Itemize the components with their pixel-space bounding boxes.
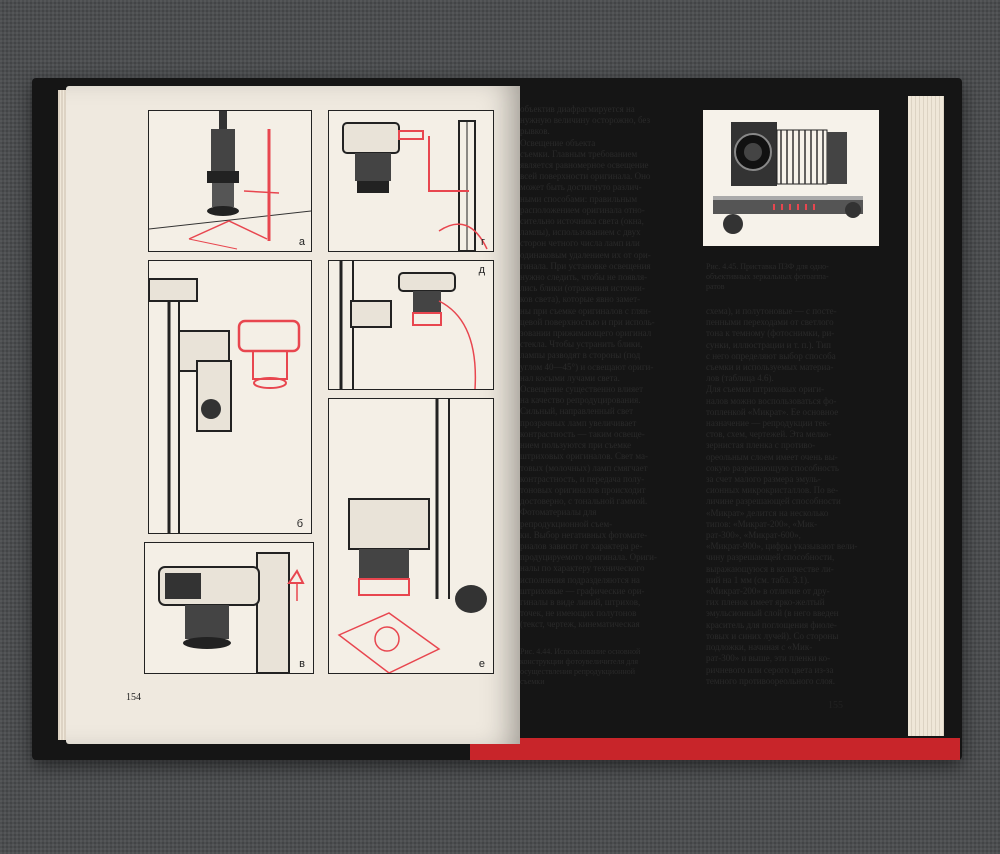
illustration-panel-a: а [148, 110, 312, 252]
panel-label-b: б [296, 518, 303, 530]
enlarger-drawing-a [149, 111, 311, 250]
panel-label-v: в [299, 658, 305, 670]
bellows-attachment-drawing [713, 122, 863, 234]
illustration-panel-d: д [328, 260, 494, 390]
body-text-right-column: схема), и полутоновые — с посте- пенными… [706, 306, 858, 686]
enlarger-drawing-e [337, 399, 487, 673]
illustration-panel-g: г [328, 110, 494, 252]
figure-caption-4-45: Рис. 4.45. Приставка ПЗФ для одно- объек… [706, 262, 829, 291]
enlarger-drawing-g [342, 120, 488, 251]
book-cover-red-edge [470, 738, 960, 760]
page-number-left: 154 [126, 692, 141, 703]
illustration-panel-e: е [328, 398, 494, 674]
illustration-panel-b: б [148, 260, 312, 534]
figure-4-45-photo [703, 110, 879, 246]
enlarger-drawing-d [339, 261, 477, 389]
panel-label-e: е [478, 658, 485, 670]
enlarger-drawing-b [149, 278, 301, 533]
figure-caption-4-44: Рис. 4.44. Использование основной констр… [520, 647, 641, 686]
left-page: а г б [66, 86, 520, 744]
panel-label-a: а [298, 236, 305, 248]
page-number-right: 155 [828, 700, 843, 711]
body-text-middle-column: объектив диафрагмируется на нужную велич… [520, 104, 657, 630]
panel-label-g: г [480, 236, 485, 248]
enlarger-drawing-v [158, 552, 305, 673]
illustration-panel-v: в [144, 542, 314, 674]
panel-label-d: д [478, 264, 485, 276]
page-edges-right [908, 96, 944, 736]
